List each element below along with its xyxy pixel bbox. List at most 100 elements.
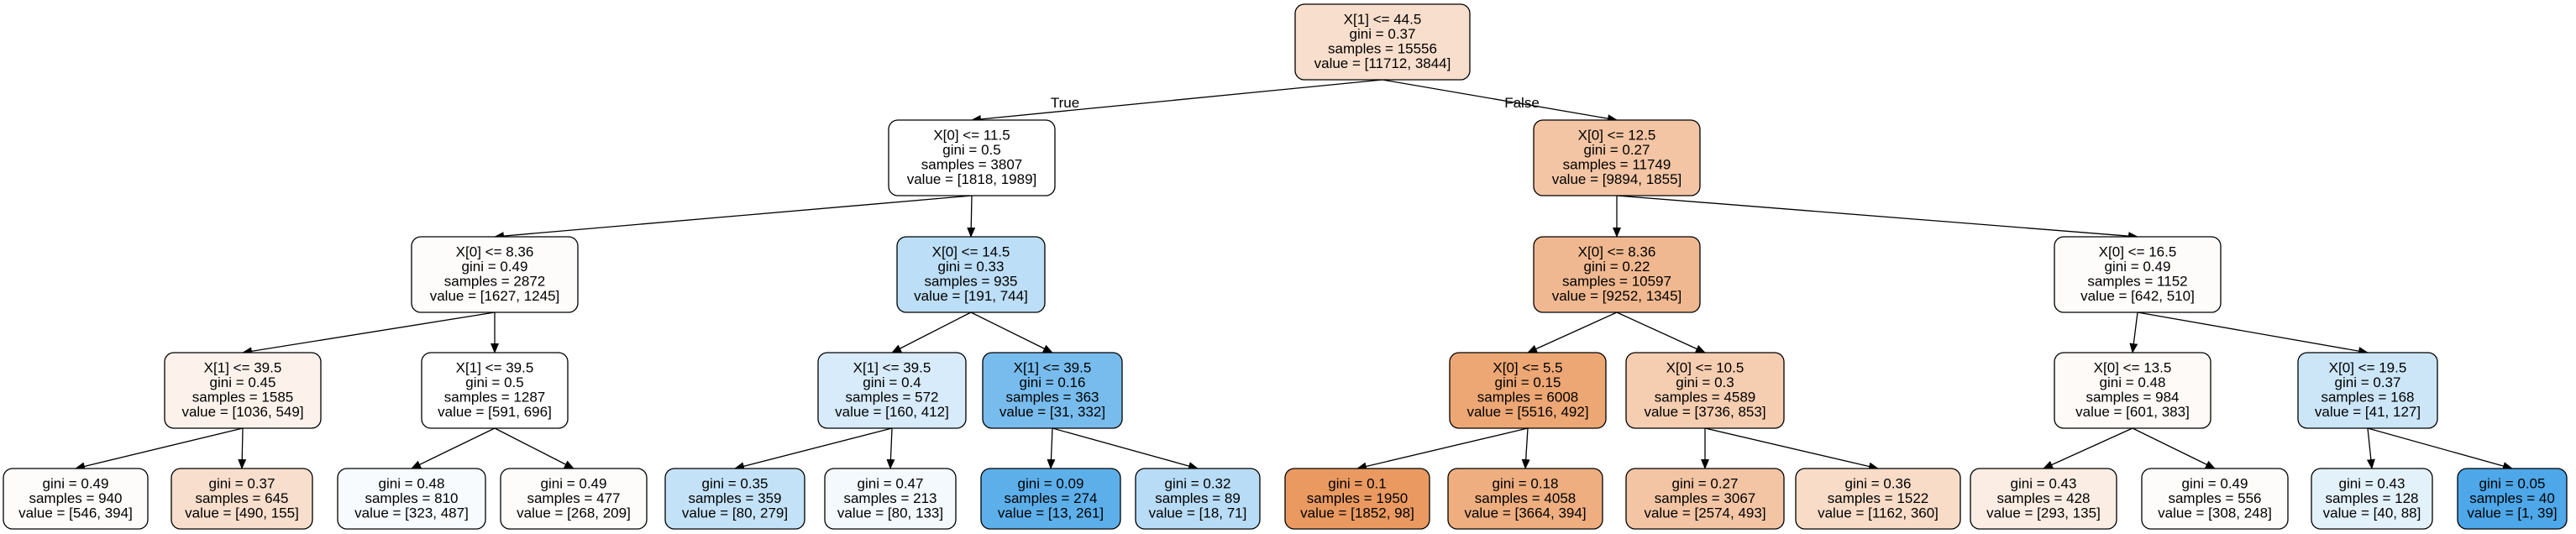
node-box: [337, 468, 486, 530]
edge-n9-n19: [734, 427, 893, 471]
node-text-line: gini = 0.05: [2479, 475, 2546, 491]
node-text-line: gini = 0.35: [702, 475, 769, 491]
node-text-line: samples = 477: [527, 490, 620, 506]
node-text-line: value = [293, 135]: [1986, 505, 2101, 521]
node-text-line: value = [31, 332]: [999, 404, 1105, 420]
node-box: [2054, 236, 2222, 313]
node-text-line: samples = 274: [1004, 490, 1097, 506]
node-box: [411, 236, 579, 313]
node-text-line: value = [191, 744]: [914, 288, 1028, 304]
node-box: [824, 468, 957, 530]
node-text-line: gini = 0.18: [1493, 475, 1559, 491]
node-text-line: samples = 940: [29, 490, 122, 506]
node-text-line: value = [9252, 1345]: [1552, 288, 1682, 304]
node-box: [2297, 352, 2438, 429]
edge-n2-n6: [1616, 195, 2138, 241]
node-text-line: value = [80, 133]: [837, 505, 943, 521]
node-text-line: gini = 0.48: [379, 475, 445, 491]
tree-edges: [75, 79, 2513, 471]
node-text-line: value = [3664, 394]: [1464, 505, 1586, 521]
node-box: [2457, 468, 2568, 530]
edge-n6-n13: [2129, 312, 2138, 353]
node-text-line: gini = 0.1: [1328, 475, 1386, 491]
node-box: [164, 352, 322, 429]
node-box: [1970, 468, 2117, 530]
node-box: [3, 468, 149, 530]
node-text-line: gini = 0.27: [1584, 142, 1650, 158]
node-box: [171, 468, 313, 530]
node-text-line: gini = 0.45: [210, 374, 276, 390]
node-text-line: samples = 428: [1996, 490, 2090, 506]
node-box: [896, 236, 1046, 313]
node-text-line: samples = 1585: [192, 390, 294, 406]
node-text-line: gini = 0.36: [1845, 475, 1912, 491]
node-text-line: gini = 0.5: [942, 142, 1000, 158]
node-text-line: gini = 0.5: [465, 374, 523, 390]
node-text-line: gini = 0.22: [1584, 259, 1650, 275]
node-text-line: gini = 0.33: [938, 259, 1005, 275]
node-text-line: value = [490, 155]: [185, 505, 299, 521]
node-box: [421, 352, 569, 429]
node-text-line: gini = 0.49: [43, 475, 109, 491]
node-text-line: value = [268, 209]: [517, 505, 631, 521]
node-text-line: gini = 0.48: [2100, 374, 2166, 390]
node-text-line: samples = 15556: [1328, 41, 1437, 57]
node-text-line: gini = 0.43: [2011, 475, 2077, 491]
node-text-line: value = [80, 279]: [682, 505, 788, 521]
node-text-line: X[1] <= 39.5: [456, 360, 534, 376]
node-box: [1447, 468, 1603, 530]
edge-n13-n27: [2043, 427, 2133, 469]
node-text-line: X[0] <= 12.5: [1578, 128, 1656, 144]
node-text-line: samples = 40: [2469, 490, 2555, 506]
node-text-line: gini = 0.49: [2182, 475, 2248, 491]
edge-n14-n30: [2367, 427, 2513, 470]
node-text-line: gini = 0.15: [1495, 374, 1561, 390]
node-text-line: X[0] <= 16.5: [2099, 244, 2177, 260]
edge-n7-n15: [75, 427, 244, 471]
edge-n11-n24: [1521, 427, 1530, 469]
node-text-line: X[1] <= 44.5: [1344, 12, 1422, 28]
node-box: [817, 352, 967, 429]
node-text-line: X[1] <= 39.5: [1014, 360, 1092, 376]
node-text-line: samples = 89: [1155, 490, 1241, 506]
node-text-line: value = [308, 248]: [2158, 505, 2272, 521]
node-text-line: samples = 1152: [2087, 274, 2187, 290]
node-text-line: samples = 572: [845, 390, 938, 406]
node-text-line: value = [1, 39]: [2467, 505, 2557, 521]
node-box: [982, 352, 1123, 429]
node-text-line: X[0] <= 10.5: [1666, 360, 1744, 376]
edge-n12-n26: [1704, 427, 1879, 471]
node-text-line: value = [1627, 1245]: [430, 288, 560, 304]
node-text-line: value = [18, 71]: [1149, 505, 1247, 521]
node-text-line: gini = 0.27: [1672, 475, 1739, 491]
node-box: [1533, 236, 1701, 313]
node-box: [2141, 468, 2289, 530]
edge-n4-n9: [891, 312, 972, 353]
node-box: [1294, 3, 1471, 81]
node-text-line: samples = 10597: [1562, 274, 1671, 290]
node-text-line: samples = 168: [2321, 390, 2414, 406]
node-text-line: samples = 935: [924, 274, 1017, 290]
edge-n9-n20: [886, 427, 895, 469]
edge-n13-n28: [2132, 427, 2216, 469]
node-text-line: gini = 0.3: [1676, 374, 1734, 390]
node-text-line: gini = 0.4: [863, 374, 921, 390]
node-box: [1625, 352, 1785, 429]
node-text-line: value = [601, 383]: [2075, 404, 2190, 420]
